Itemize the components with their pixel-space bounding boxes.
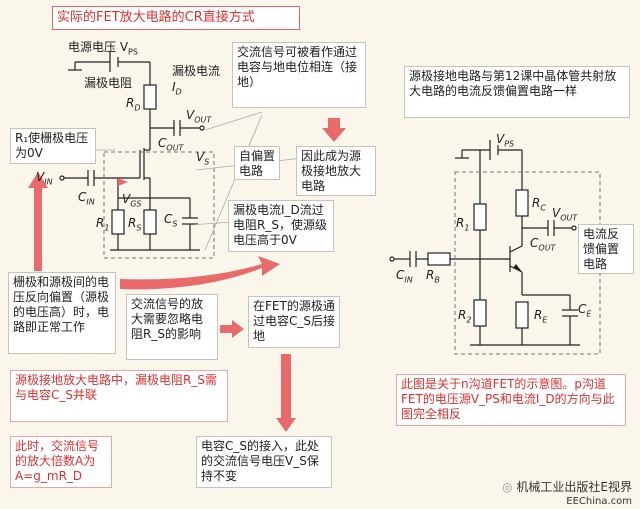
note-r1-gate: R₁使栅极电压为0V — [10, 128, 96, 164]
rs-label: RS — [128, 216, 142, 233]
note-parallel: 源极接地放大电路中，漏极电阻R_S需与电容C_S并联 — [10, 370, 228, 422]
publisher-watermark: ◎ 机械工业出版社E视界 — [502, 480, 632, 494]
note-self-bias: 自偏置电路 — [234, 146, 280, 180]
r-ce-label: CE — [578, 302, 592, 319]
cs-label: CS — [164, 212, 178, 229]
vin-label: VIN — [36, 170, 53, 187]
r-rb-label: RB — [426, 268, 440, 285]
r-vps-label: VPS — [496, 132, 515, 149]
note-n-channel: 此图是关于n沟道FET的示意图。p沟道FET的电压源V_PS和电流I_D的方向与… — [396, 374, 626, 426]
r-re-label: RE — [534, 308, 548, 325]
note-ac-ignore-rs: 交流信号的放大需要忽略电阻R_S的影响 — [126, 294, 218, 360]
note-current-feedback: 电流反馈偏置电路 — [578, 224, 634, 274]
vgs-label: VGS — [122, 192, 142, 209]
cout-label: COUT — [158, 136, 184, 153]
rd-label: RD — [126, 96, 141, 113]
note-cs-ground: 在FET的源极通过电容C_S后接地 — [248, 296, 340, 348]
r-vout-label: VOUT — [552, 206, 578, 223]
note-reverse-bias: 栅极和源极间的电压反向偏置（源极的电压高）时，电路即正常工作 — [8, 272, 116, 354]
vout-label: VOUT — [186, 108, 212, 125]
cin-label: CIN — [78, 190, 95, 207]
note-gain: 此时，交流信号的放大倍数A为A=g_mR_D — [10, 436, 112, 488]
site-watermark: EEChina.com — [566, 496, 632, 507]
drain-resistor-label: 漏极电阻 — [84, 76, 133, 90]
r-r1-label: R1 — [456, 216, 470, 233]
r-cout-label: COUT — [530, 236, 556, 253]
note-bjt-similar: 源极接地电路与第12课中晶体管共射放大电路的电流反馈偏置电路一样 — [404, 66, 630, 118]
note-drain-current-rs: 漏极电流I_D流过电阻R_S，使源级电压高于0V — [228, 200, 334, 252]
page-title: 实际的FET放大电路的CR直接方式 — [52, 6, 300, 30]
drain-current-label: 漏极电流 — [172, 64, 221, 78]
r-r2-label: R2 — [458, 308, 472, 325]
vs-label: VS — [196, 150, 210, 167]
r1-label: R1 — [96, 216, 110, 233]
note-source-ground: 因此成为源极接地放大电路 — [296, 146, 376, 196]
r-rc-label: RC — [532, 196, 546, 213]
supply-voltage-label: 电源电压 VPS — [68, 40, 138, 57]
wechat-icon: ◎ — [502, 480, 517, 494]
note-ac-ground: 交流信号可被看作通过电容与地电位相连（接地） — [232, 42, 366, 108]
id-label: ID — [172, 80, 182, 97]
note-cs-effect: 电容C_S的接入，此处的交流信号电压V_S保持不变 — [196, 436, 332, 488]
r-cin-label: CIN — [396, 268, 413, 285]
